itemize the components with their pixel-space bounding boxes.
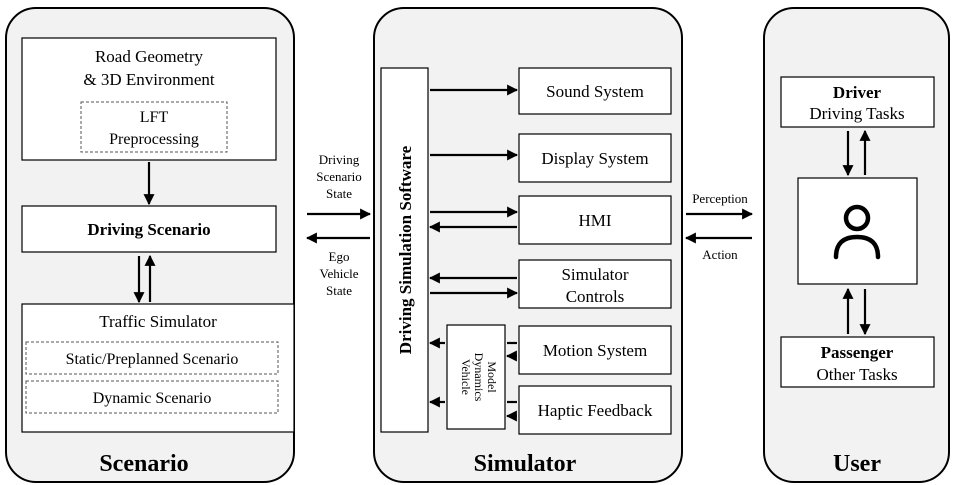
driving-scenario-state-line3: State xyxy=(326,186,352,201)
scenario-title: Scenario xyxy=(99,451,188,477)
driving-scenario-label: Driving Scenario xyxy=(87,220,210,239)
display-system-label: Display System xyxy=(541,149,648,168)
scenario-panel: Road Geometry & 3D Environment LFT Prepr… xyxy=(5,7,295,483)
ego-vehicle-state-line1: Ego xyxy=(329,249,350,264)
user-title: User xyxy=(833,451,881,477)
road-geometry-label-line2: & 3D Environment xyxy=(83,70,215,89)
driving-scenario-box[interactable]: Driving Scenario xyxy=(21,205,277,253)
motion-system-label: Motion System xyxy=(543,341,647,360)
user-panel: Driver Driving Tasks Passenger Other Tas… xyxy=(763,7,950,483)
driving-scenario-state-line2: Scenario xyxy=(316,169,361,184)
simulator-user-flows: Perception Action xyxy=(684,191,754,262)
driving-simulation-software-label: Driving Simulation Software xyxy=(396,145,415,354)
dynamic-scenario-label: Dynamic Scenario xyxy=(93,390,212,407)
road-geometry-box[interactable]: Road Geometry & 3D Environment LFT Prepr… xyxy=(21,37,277,161)
vehicle-dynamics-label-line1: Vehicle xyxy=(459,359,473,395)
hmi-box[interactable]: HMI xyxy=(518,195,672,245)
lft-preprocessing-label-line1: LFT xyxy=(140,109,169,126)
passenger-box[interactable]: Passenger Other Tasks xyxy=(780,336,935,388)
haptic-feedback-label: Haptic Feedback xyxy=(538,401,653,420)
vehicle-dynamics-label-line3: Model xyxy=(485,361,499,393)
passenger-subtitle: Other Tasks xyxy=(816,365,897,384)
action-label: Action xyxy=(702,247,738,262)
simulator-controls-label-line1: Simulator xyxy=(561,265,628,284)
motion-system-box[interactable]: Motion System xyxy=(518,325,672,375)
perception-label: Perception xyxy=(692,191,748,206)
vehicle-dynamics-label-line2: Dynamics xyxy=(472,353,486,402)
lft-preprocessing-box[interactable] xyxy=(80,101,228,153)
hmi-label: HMI xyxy=(578,211,611,230)
haptic-feedback-box[interactable]: Haptic Feedback xyxy=(518,385,672,435)
static-scenario-label: Static/Preplanned Scenario xyxy=(66,351,239,368)
simulator-controls-box[interactable]: Simulator Controls xyxy=(518,259,672,309)
person-icon xyxy=(833,204,881,260)
driver-subtitle: Driving Tasks xyxy=(809,104,904,123)
simulator-panel: Driving Simulation Software Sound System… xyxy=(373,7,683,483)
person-box[interactable] xyxy=(797,177,918,285)
passenger-title: Passenger xyxy=(821,343,894,362)
traffic-simulator-box[interactable]: Traffic Simulator Static/Preplanned Scen… xyxy=(21,303,295,433)
road-geometry-label-line1: Road Geometry xyxy=(95,47,204,66)
display-system-box[interactable]: Display System xyxy=(518,133,672,183)
traffic-simulator-label: Traffic Simulator xyxy=(99,312,217,331)
lft-preprocessing-label-line2: Preprocessing xyxy=(109,131,199,148)
driver-box[interactable]: Driver Driving Tasks xyxy=(780,76,935,128)
driving-scenario-state-line1: Driving xyxy=(319,152,360,167)
ego-vehicle-state-line3: State xyxy=(326,283,352,298)
sound-system-label: Sound System xyxy=(546,82,644,101)
driving-simulation-software-box[interactable]: Driving Simulation Software xyxy=(380,67,429,433)
simulator-controls-label-line2: Controls xyxy=(566,287,625,306)
dynamic-scenario-box[interactable] xyxy=(25,380,279,414)
simulator-title: Simulator xyxy=(474,451,577,477)
scenario-simulator-flows: Driving Scenario State Ego Vehicle State xyxy=(305,152,372,298)
static-scenario-box[interactable] xyxy=(25,341,279,375)
vehicle-dynamics-box[interactable]: Vehicle Dynamics Model xyxy=(446,324,506,430)
sound-system-box[interactable]: Sound System xyxy=(518,67,672,115)
driver-title: Driver xyxy=(833,83,882,102)
ego-vehicle-state-line2: Vehicle xyxy=(320,266,359,281)
